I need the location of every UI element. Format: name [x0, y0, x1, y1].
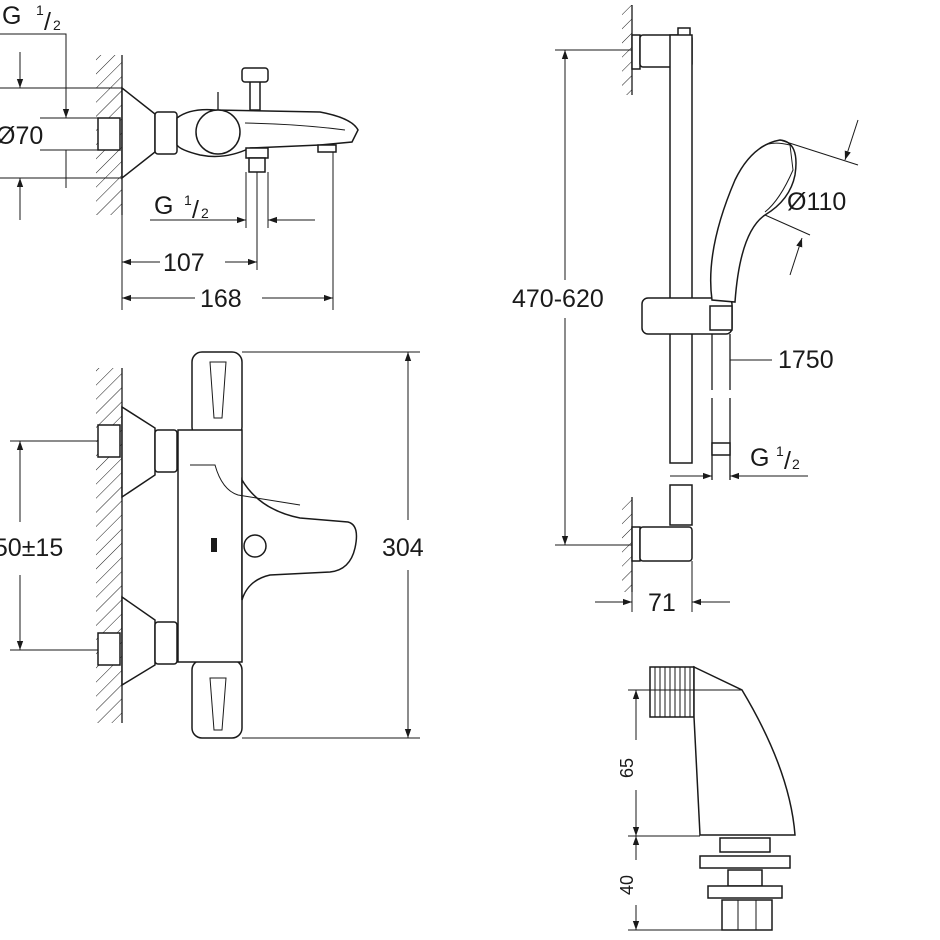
bottom-bracket — [639, 526, 693, 562]
g-half-label-right: G — [750, 444, 769, 472]
dia-70-label: Ø70 — [0, 122, 43, 150]
fixing-washer-2 — [699, 855, 791, 869]
escutcheon-lower — [121, 595, 156, 687]
diverter-knob — [241, 67, 269, 83]
knob-top-grip — [209, 361, 227, 419]
shower-rail — [669, 34, 693, 464]
g-half-den-mid: 2 — [201, 205, 209, 221]
indicator-mark — [211, 538, 217, 552]
hose-nut — [711, 442, 731, 456]
fixing-nut — [721, 899, 773, 931]
knob-bottom-grip — [209, 677, 227, 731]
spout-top-thread — [649, 666, 695, 718]
escutcheon-upper — [121, 405, 156, 499]
wall-hatch-2 — [96, 368, 122, 723]
g-half-den-right: 2 — [792, 456, 800, 472]
shower-rail-view: 470-620 Ø110 1750 G 1 / 2 71 — [512, 5, 859, 617]
inlet-nut-1 — [97, 117, 121, 151]
slider-holder — [709, 305, 733, 331]
spout-body — [693, 665, 796, 836]
thread-lines — [654, 667, 691, 717]
dim-168-label: 168 — [200, 285, 242, 313]
thermostat-knob-side — [195, 109, 241, 155]
shower-outlet — [245, 147, 269, 159]
inlet-nut-lower — [97, 632, 121, 666]
g-half-num-top: 1 — [36, 2, 44, 18]
dim-107-label: 107 — [163, 249, 205, 277]
spout-mouth — [317, 144, 337, 153]
hand-shower — [709, 139, 797, 303]
shower-rail-lower — [669, 484, 693, 526]
dim-110-arrow-top — [844, 119, 859, 161]
shower-outlet-thread — [248, 157, 266, 173]
eccentric-nut-lower — [154, 621, 178, 665]
spout-detail-view: 65 40 — [617, 665, 796, 931]
dim-150-label: 150±15 — [0, 534, 63, 562]
slash-right: / — [784, 447, 791, 475]
escutcheon-1 — [121, 86, 156, 180]
fixing-washer-3 — [707, 885, 783, 899]
spout-button — [243, 534, 267, 558]
g-half-label-mid: G — [154, 192, 173, 220]
inlet-nut-upper — [97, 424, 121, 458]
eccentric-nut-upper — [154, 429, 178, 473]
mixer-front-view: 150±15 304 — [0, 351, 424, 739]
ext-110-top — [779, 139, 859, 166]
top-bracket-plate — [631, 34, 641, 70]
dim-110-arrow-bot — [789, 237, 803, 276]
fixing-shaft — [727, 869, 763, 887]
diverter-stem — [249, 79, 261, 111]
mixer-side-view: G 1 / 2 Ø70 G 1 / 2 107 168 — [0, 2, 359, 313]
dim-71-label: 71 — [648, 589, 676, 617]
dim-65-label: 65 — [617, 758, 637, 778]
dim-304-label: 304 — [382, 534, 424, 562]
knob-top — [191, 351, 243, 438]
dia-110-label: Ø110 — [787, 188, 846, 216]
slash-top: / — [44, 8, 51, 36]
eccentric-nut-1 — [154, 111, 178, 155]
body-contour-front — [190, 464, 301, 506]
g-half-num-mid: 1 — [184, 192, 192, 208]
g-half-label-top: G — [2, 2, 21, 30]
dim-40-label: 40 — [617, 875, 637, 895]
hose-1750-label: 1750 — [778, 346, 834, 374]
fixing-washer-1 — [719, 837, 771, 853]
hand-shower-head — [759, 142, 794, 213]
g-half-num-right: 1 — [776, 443, 784, 459]
bottom-bracket-plate — [631, 526, 641, 562]
g-half-den-top: 2 — [53, 17, 61, 33]
knob-bottom — [191, 659, 243, 739]
g-half-leader-top — [0, 33, 70, 118]
dim-470-620-label: 470-620 — [512, 285, 604, 313]
spout-front — [241, 477, 358, 601]
body-contour — [244, 122, 346, 131]
slash-mid: / — [192, 196, 199, 224]
ext-110-bot — [764, 214, 811, 236]
